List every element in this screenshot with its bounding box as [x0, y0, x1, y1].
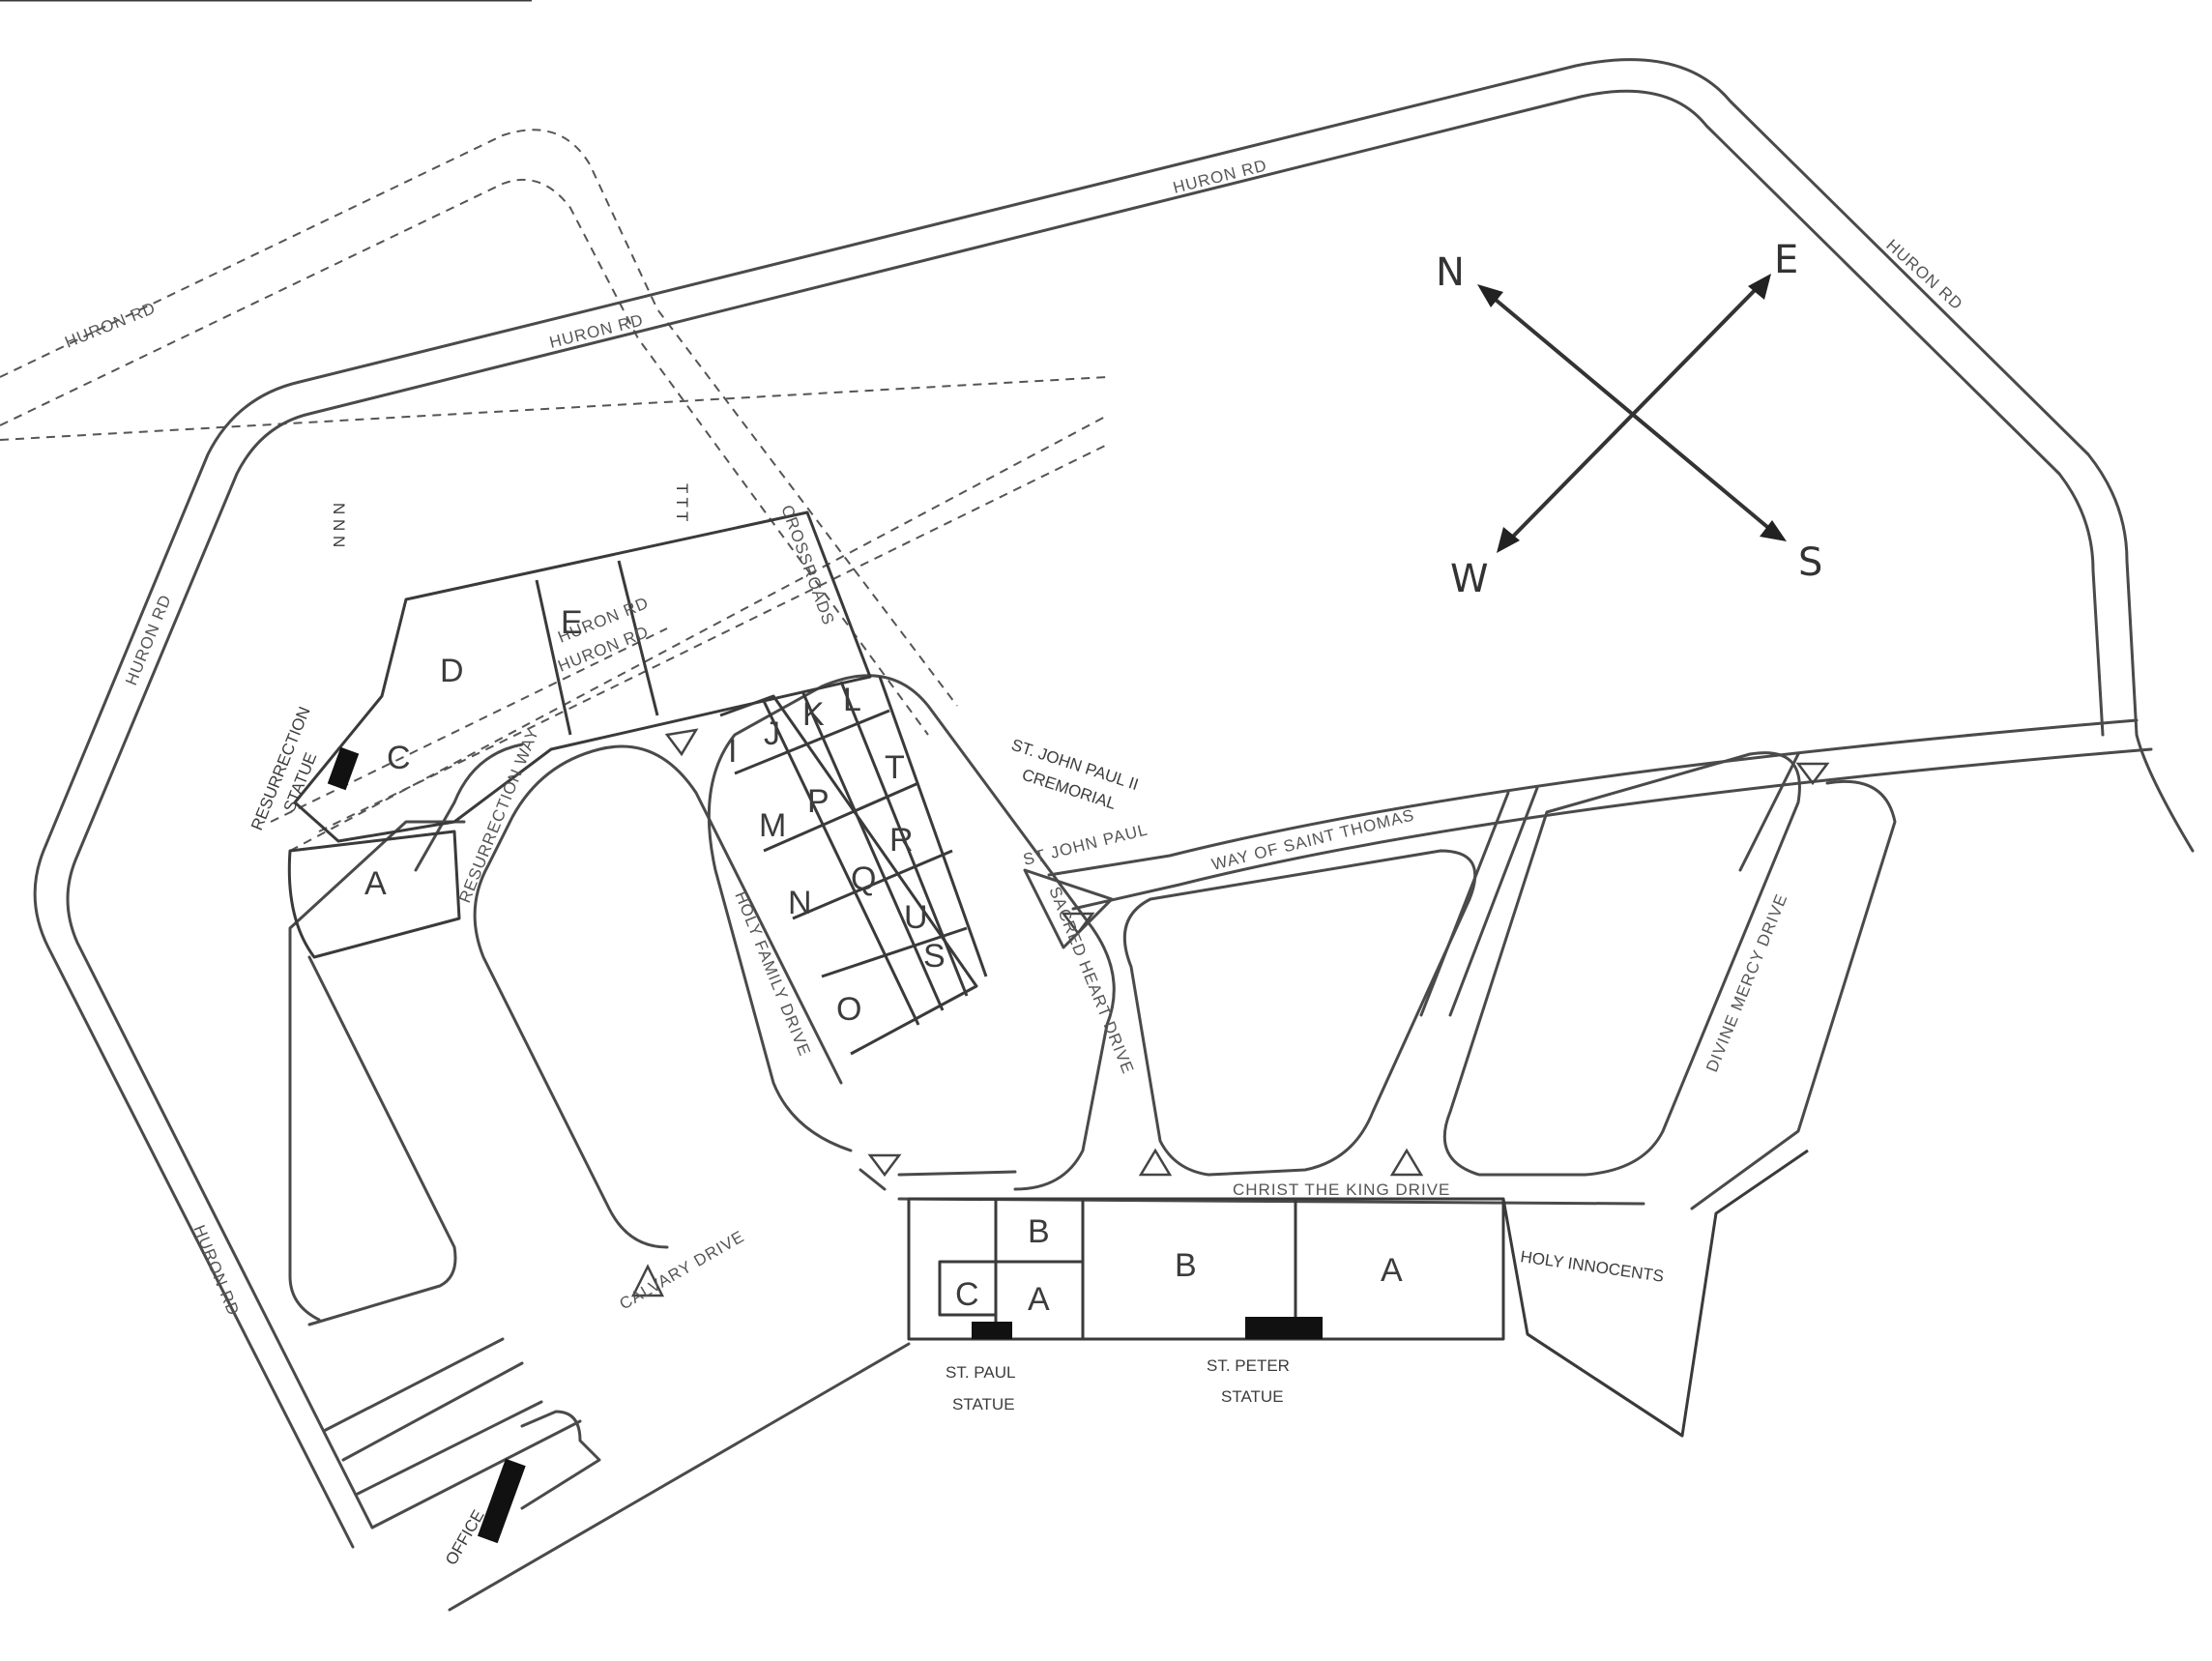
road-label-christ-the-king-drive: CHRIST THE KING DRIVE — [1233, 1180, 1450, 1199]
st-paul-statue-label: ST. PAUL STATUE — [946, 1363, 1020, 1413]
dashed-mark-right: T T T — [673, 483, 691, 521]
section-j: J — [764, 715, 780, 752]
section-p: P — [807, 783, 830, 820]
inner-road-network — [288, 674, 2153, 1510]
compass-north-label: N — [1436, 250, 1465, 295]
section-a-small: A — [1028, 1281, 1050, 1318]
section-i: I — [728, 733, 737, 770]
outer-ring-road — [33, 58, 2195, 1612]
road-triangles — [630, 728, 1830, 1297]
section-m: M — [759, 807, 786, 844]
grid-sections — [719, 676, 988, 1056]
section-r: R — [889, 822, 914, 859]
former-road-alignment — [0, 129, 1108, 852]
section-s: S — [923, 938, 946, 975]
section-e-left: E — [561, 604, 583, 641]
compass-rose: N E S W — [1436, 238, 1822, 601]
left-sections — [0, 0, 872, 959]
section-d-left: D — [440, 653, 464, 689]
road-label-huron-bottom-left: HURON RD — [189, 1222, 243, 1318]
section-labels: A C D E I J K L M N O P Q R S T U B C A … — [364, 604, 1403, 1318]
section-n: N — [788, 885, 812, 921]
st-peter-statue-marker — [1245, 1317, 1323, 1339]
section-a-large: A — [1381, 1252, 1403, 1289]
cremorial-label: ST. JOHN PAUL II CREMORIAL — [1002, 736, 1146, 820]
st-peter-statue-label: ST. PETER STATUE — [1207, 1356, 1295, 1406]
dashed-marks: N N N T T T — [330, 483, 691, 547]
section-o: O — [836, 991, 861, 1028]
section-u: U — [904, 899, 928, 936]
bottom-sections — [907, 1149, 1809, 1438]
resurrection-statue-label: RESURRECTION STATUE — [247, 700, 337, 842]
section-c-left: C — [387, 740, 411, 776]
section-a-left: A — [364, 865, 387, 902]
office-label: OFFICE — [442, 1507, 488, 1568]
road-label-huron-old-1: HURON RD — [62, 299, 158, 352]
office-marker — [477, 1458, 526, 1544]
section-c-small: C — [955, 1276, 979, 1313]
section-b-small: B — [1028, 1213, 1050, 1250]
section-q: Q — [851, 860, 876, 897]
resurrection-statue-marker — [327, 746, 360, 791]
section-t: T — [885, 749, 905, 786]
st-paul-statue-marker — [972, 1322, 1012, 1339]
road-label-divine-mercy-drive: DIVINE MERCY DRIVE — [1703, 891, 1790, 1075]
statue-markers — [327, 746, 1323, 1544]
compass-west-label: W — [1450, 557, 1489, 601]
compass-south-label: S — [1798, 540, 1822, 585]
road-label-huron-right: HURON RD — [1882, 236, 1966, 314]
dashed-mark-left: N N N — [330, 503, 348, 547]
holy-innocents-label: HOLY INNOCENTS — [1519, 1247, 1665, 1286]
section-k: K — [802, 696, 825, 733]
compass-east-label: E — [1774, 238, 1798, 282]
section-b-large: B — [1175, 1247, 1197, 1284]
section-l: L — [843, 682, 861, 718]
